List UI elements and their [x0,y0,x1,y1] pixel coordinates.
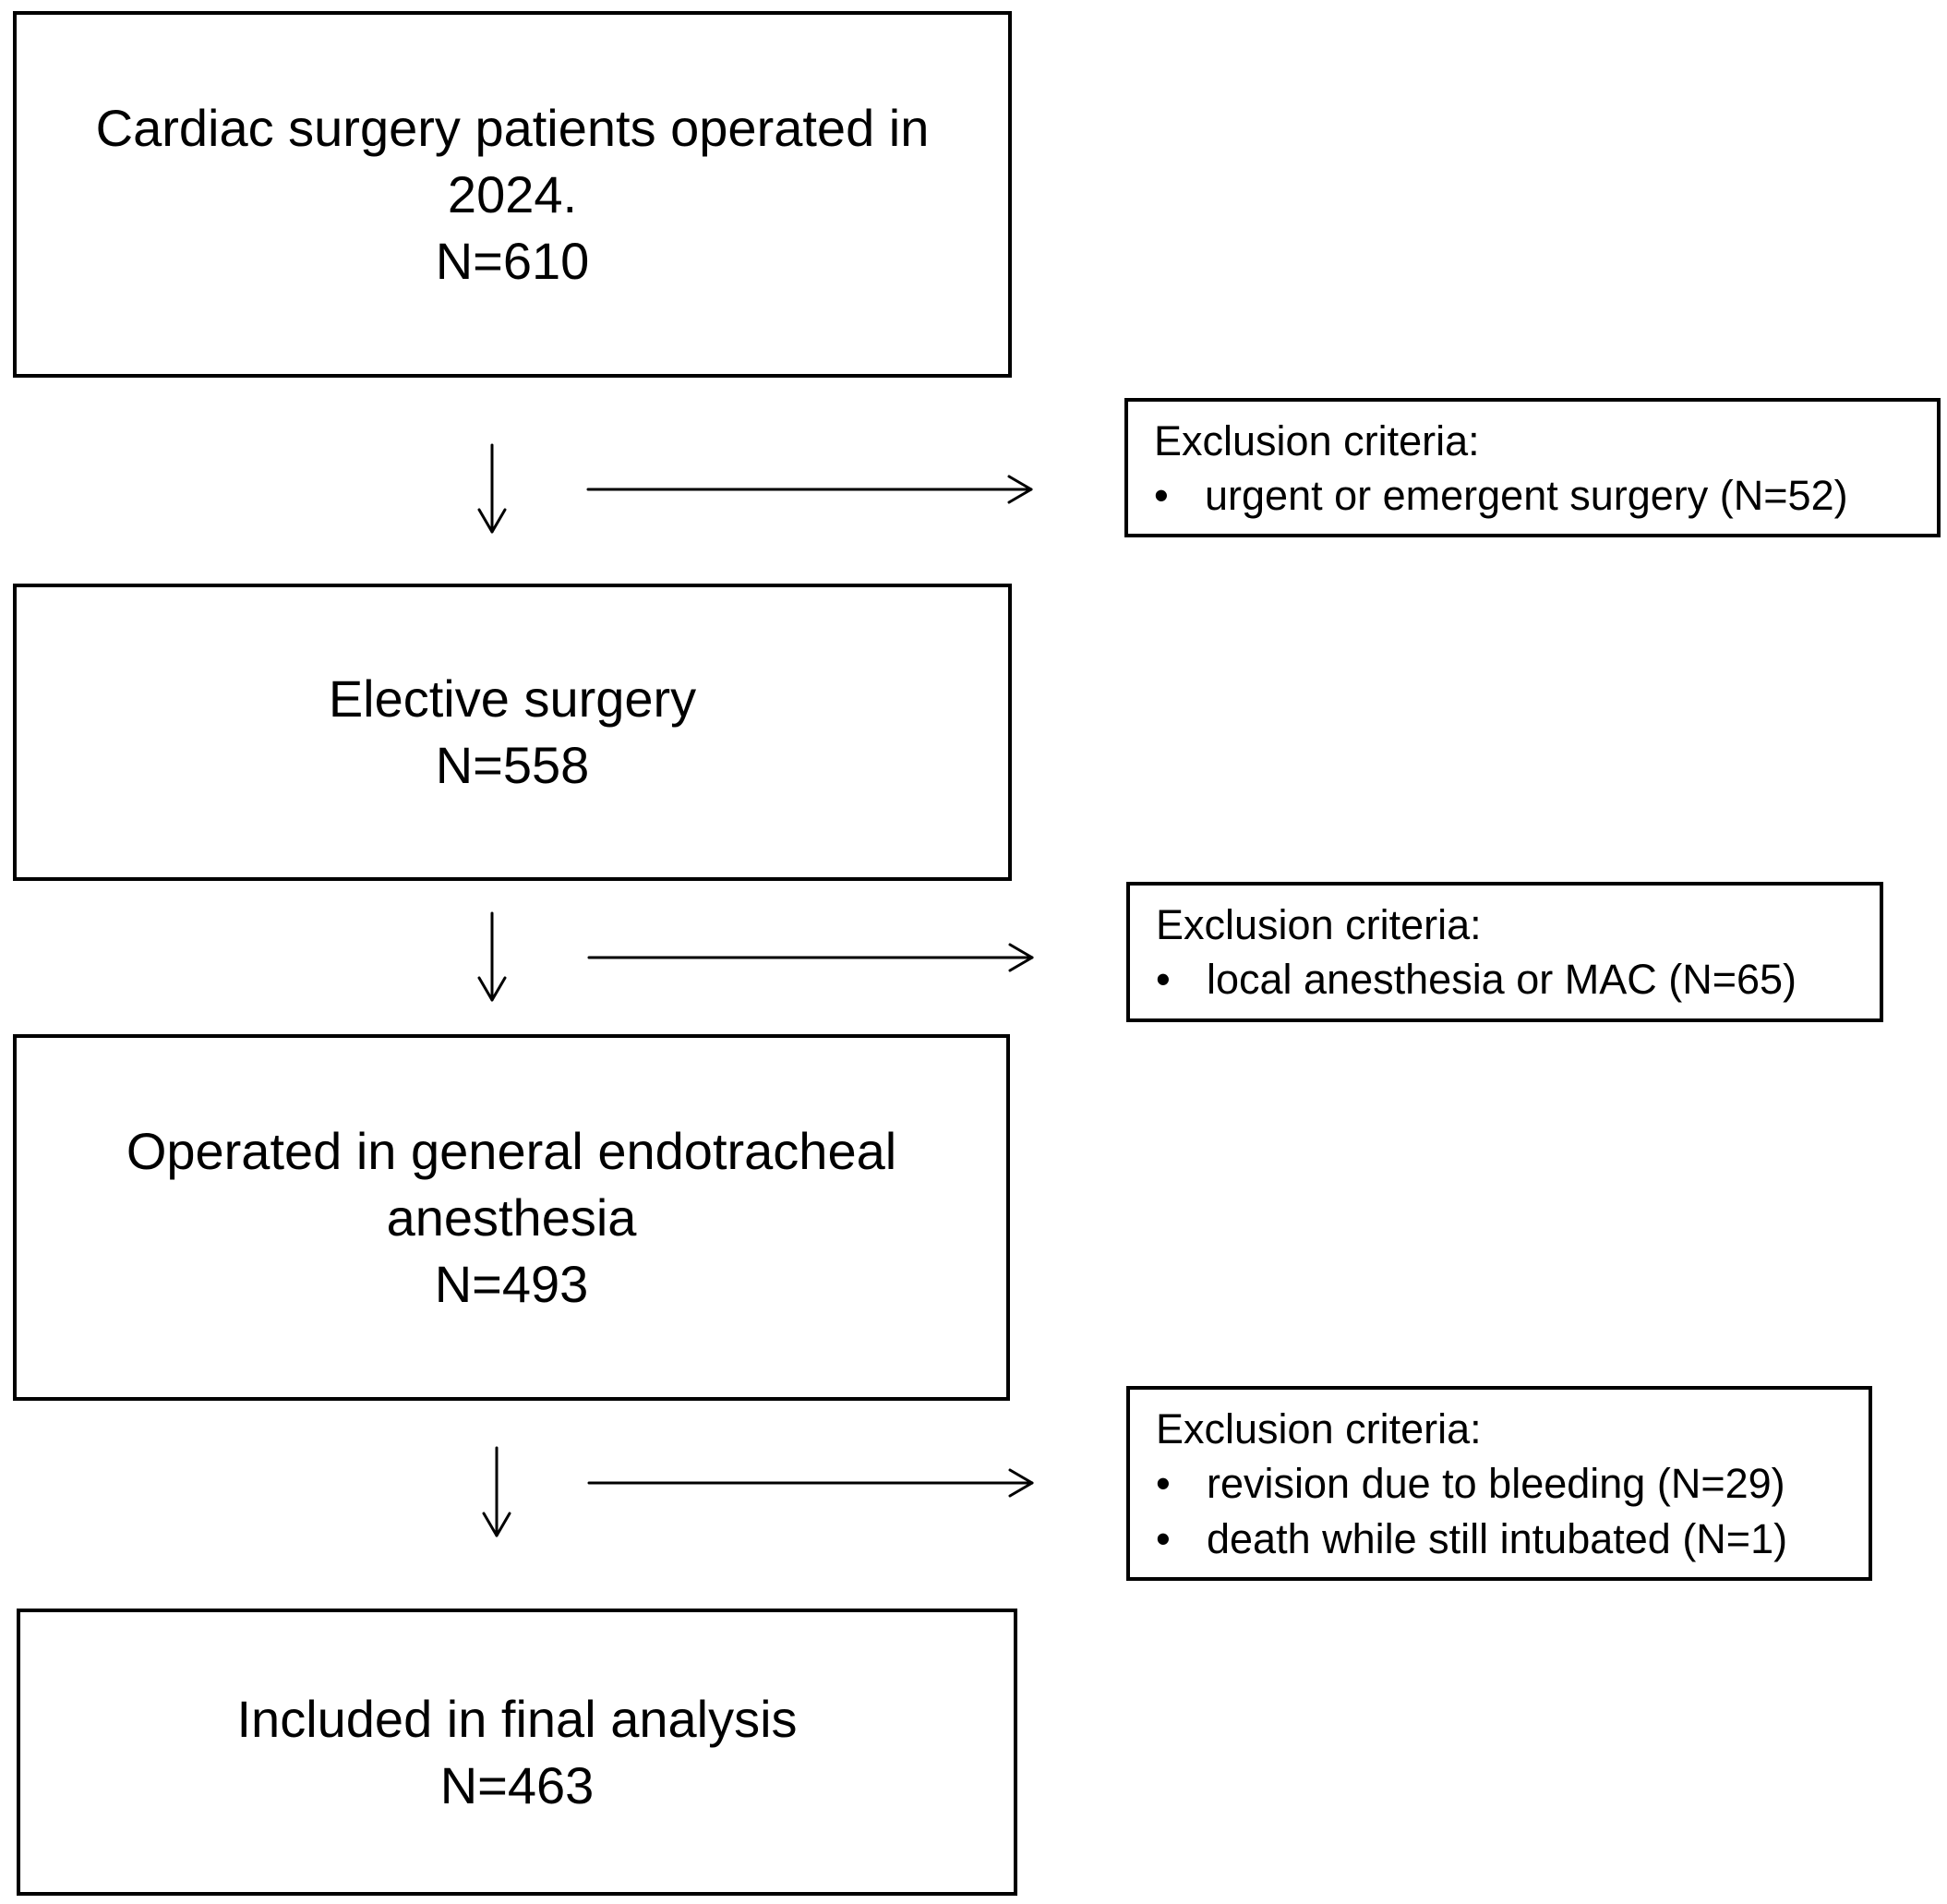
exclusion-3-list: • revision due to bleeding (N=29) • death … [1156,1456,1869,1567]
exclusion-3-header: Exclusion criteria: [1156,1405,1482,1452]
bullet-icon: • [1156,1515,1171,1562]
step-4-count: N=463 [439,1755,595,1814]
bullet-icon: • [1156,956,1171,1003]
right-arrow-icon [586,475,1033,504]
step-3-line-2: anesthesia [386,1187,637,1247]
exclusion-item-text: death while still intubated (N=1) [1207,1515,1788,1562]
step-1-count: N=610 [435,231,590,290]
exclusion-2-header: Exclusion criteria: [1156,901,1482,948]
step-box-2: Elective surgery N=558 [13,584,1012,881]
exclusion-1-header: Exclusion criteria: [1154,417,1480,464]
step-3-count: N=493 [434,1254,589,1313]
down-arrow-icon [477,443,507,534]
step-1-line-1: Cardiac surgery patients operated in [95,98,930,157]
bullet-icon: • [1154,472,1169,519]
step-box-4: Included in final analysis N=463 [17,1609,1017,1896]
exclusion-item-text: revision due to bleeding (N=29) [1207,1460,1785,1507]
right-arrow-icon [587,943,1034,972]
step-2-line-1: Elective surgery [328,669,697,728]
bullet-icon: • [1156,1460,1171,1507]
exclusion-list-item: • revision due to bleeding (N=29) [1156,1456,1869,1512]
step-2-count: N=558 [435,736,590,794]
down-arrow-icon [482,1446,511,1537]
step-3-line-1: Operated in general endotracheal [126,1121,897,1180]
exclusion-item-text: local anesthesia or MAC (N=65) [1207,956,1797,1003]
exclusion-list-item: • death while still intubated (N=1) [1156,1512,1869,1567]
exclusion-box-3: Exclusion criteria: • revision due to ble… [1126,1386,1872,1581]
exclusion-item-text: urgent or emergent surgery (N=52) [1205,472,1848,519]
step-1-line-2: 2024. [447,164,578,223]
exclusion-box-1: Exclusion criteria: • urgent or emergent … [1124,398,1941,537]
exclusion-2-list: • local anesthesia or MAC (N=65) [1156,952,1880,1007]
exclusion-box-2: Exclusion criteria: • local anesthesia or… [1126,882,1883,1022]
exclusion-list-item: • urgent or emergent surgery (N=52) [1154,468,1937,524]
down-arrow-icon [477,911,507,1002]
exclusion-list-item: • local anesthesia or MAC (N=65) [1156,952,1880,1007]
step-box-1: Cardiac surgery patients operated in 202… [13,11,1012,378]
step-4-line-1: Included in final analysis [236,1689,798,1748]
step-box-3: Operated in general endotracheal anesthe… [13,1034,1010,1401]
right-arrow-icon [587,1468,1034,1498]
exclusion-1-list: • urgent or emergent surgery (N=52) [1154,468,1937,524]
